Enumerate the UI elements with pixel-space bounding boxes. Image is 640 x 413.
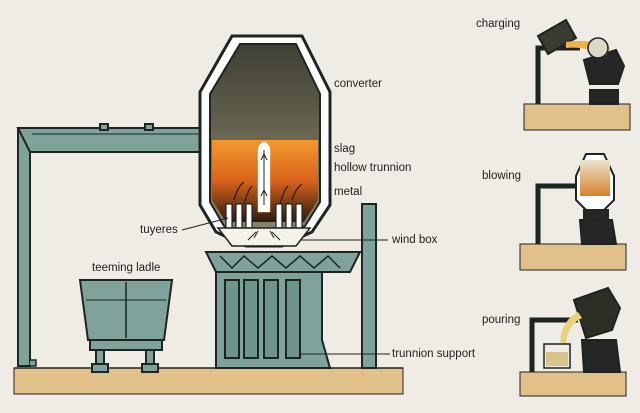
label-slag: slag [334, 143, 356, 155]
label-converter: converter [334, 78, 382, 90]
label-trunnion-support: trunnion support [392, 348, 476, 360]
leader-lines [181, 217, 390, 355]
label-tuyeres: tuyeres [140, 224, 178, 236]
converter-vessel [198, 34, 332, 248]
label-stage-pouring: pouring [482, 314, 521, 326]
support-cradle [204, 251, 362, 273]
right-post [361, 203, 377, 369]
label-wind-box: wind box [392, 234, 438, 246]
label-hollow-trunnion: hollow trunnion [334, 162, 412, 174]
ground [13, 367, 404, 395]
label-stage-blowing: blowing [482, 170, 521, 182]
label-teeming-ladle: teeming ladle [92, 262, 161, 274]
stage-pouring-illustration [519, 286, 627, 397]
wind-box [216, 227, 312, 247]
stage-blowing-illustration [519, 153, 627, 271]
label-metal: metal [334, 186, 363, 198]
trunnion-support-base [215, 271, 332, 369]
stage-charging-illustration [523, 18, 631, 131]
teeming-ladle [78, 279, 174, 373]
label-stage-charging: charging [476, 18, 521, 30]
